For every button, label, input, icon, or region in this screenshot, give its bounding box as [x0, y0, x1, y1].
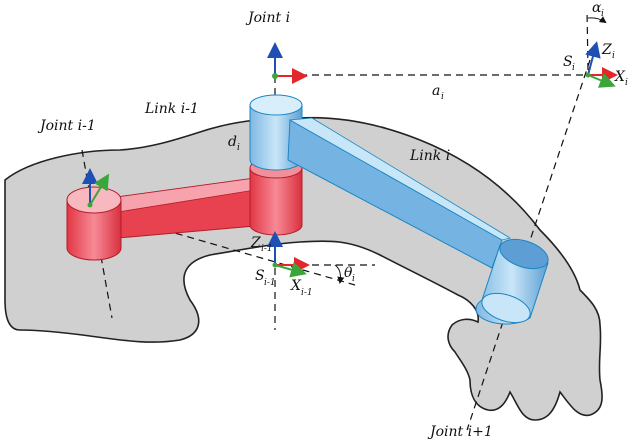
label-X-prev-sub: i-1 — [301, 288, 313, 298]
alpha-reference-line — [586, 9, 589, 71]
label-Z-prev-sub: i-1 — [261, 244, 273, 254]
label-X-prev: X — [290, 278, 302, 294]
label-a-sub: i — [441, 92, 444, 102]
label-theta-sub: i — [352, 274, 355, 284]
label-a: a — [432, 83, 440, 99]
label-d-sub: i — [237, 143, 240, 153]
label-S-i-sub: i — [572, 63, 575, 73]
label-X-i: X — [614, 69, 626, 85]
label-S-prev-sub: i-1 — [264, 278, 276, 288]
frame-joint-i-minus-1 — [82, 168, 110, 208]
label-S-prev: S — [255, 268, 265, 284]
label-alpha-sub: i — [601, 9, 604, 19]
label-Z-prev: Z — [250, 235, 261, 251]
label-d: d — [228, 134, 237, 150]
alpha-arc — [587, 16, 607, 24]
label-link-i-minus-1: Link i-1 — [144, 101, 199, 117]
blue-link-i — [249, 94, 549, 325]
label-joint-i: Joint i — [245, 10, 290, 26]
label-Z-i: Z — [601, 42, 612, 58]
label-joint-i-minus-1: Joint i-1 — [37, 118, 96, 134]
label-X-i-sub: i — [625, 78, 628, 88]
frame-joint-i-top — [267, 42, 308, 84]
link-prev-normal — [94, 209, 356, 286]
red-link-i-minus-1 — [66, 157, 303, 261]
label-S-i: S — [563, 54, 573, 70]
label-link-i: Link i — [409, 148, 450, 164]
frame-s-i — [585, 41, 618, 88]
frame-s-i-minus-1 — [267, 231, 310, 278]
label-alpha: α — [592, 0, 602, 16]
label-joint-i-plus-1: Joint i+1 — [427, 424, 493, 440]
label-theta: θ — [344, 265, 353, 281]
label-Z-i-sub: i — [612, 51, 615, 61]
theta-arc — [334, 264, 345, 284]
